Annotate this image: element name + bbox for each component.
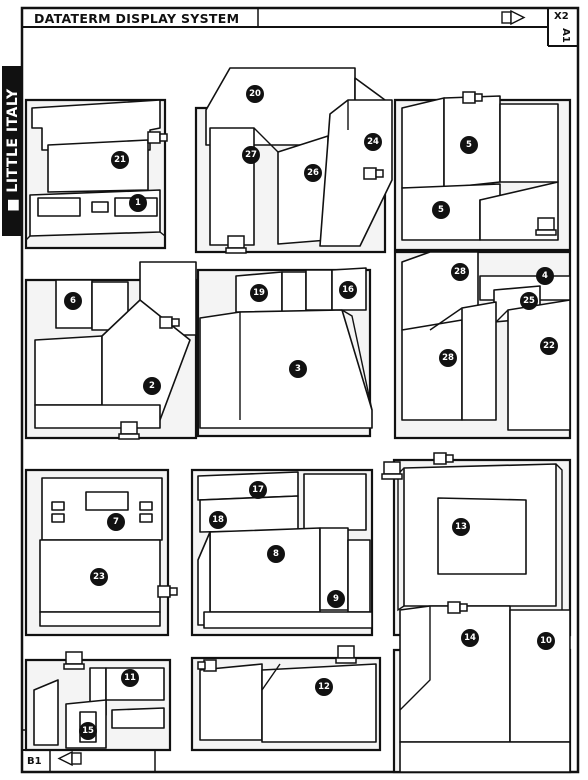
building-marker[interactable]: 11 (121, 669, 139, 687)
building-marker[interactable]: 18 (209, 511, 227, 529)
building-marker[interactable]: 9 (327, 590, 345, 608)
terminal-icon (535, 217, 557, 236)
building-marker[interactable]: 22 (540, 337, 558, 355)
building-marker[interactable]: 27 (242, 146, 260, 164)
camera-icons (63, 91, 557, 672)
building-marker[interactable]: 14 (461, 629, 479, 647)
building-marker[interactable]: 23 (90, 568, 108, 586)
building-marker[interactable]: 20 (246, 85, 264, 103)
building-marker[interactable]: 7 (107, 513, 125, 531)
terminal-icon (63, 651, 85, 670)
building-marker[interactable]: 24 (364, 133, 382, 151)
security-camera-icon (433, 452, 454, 465)
building-marker[interactable]: 17 (249, 481, 267, 499)
corner-code-top: X2 (554, 11, 569, 22)
building-marker[interactable]: 15 (79, 722, 97, 740)
security-camera-icon (147, 131, 168, 144)
building-marker[interactable]: 21 (111, 151, 129, 169)
district-tab[interactable]: ■ LITTLE ITALY (2, 66, 22, 236)
building-marker[interactable]: 28 (451, 263, 469, 281)
security-camera-icon (363, 167, 384, 180)
district-label: LITTLE ITALY (5, 88, 21, 193)
building-marker[interactable]: 28 (439, 349, 457, 367)
building-marker[interactable]: 4 (536, 267, 554, 285)
terminal-icon (118, 421, 140, 440)
scroll-right-arrow-icon[interactable] (501, 9, 526, 26)
security-camera-icon (447, 601, 468, 614)
building-marker[interactable]: 3 (289, 360, 307, 378)
building-marker[interactable]: 8 (267, 545, 285, 563)
system-title: DATATERM DISPLAY SYSTEM (34, 11, 240, 26)
building-marker[interactable]: 25 (520, 292, 538, 310)
building-marker[interactable]: 1 (129, 194, 147, 212)
building-marker[interactable]: 5 (460, 136, 478, 154)
building-marker[interactable]: 6 (64, 292, 82, 310)
building-marker[interactable]: 5 (432, 201, 450, 219)
footer-code: B1 (27, 756, 42, 767)
security-camera-icon (462, 91, 483, 104)
terminal-icon (381, 461, 403, 480)
security-camera-icon (157, 585, 178, 598)
buildings (25, 67, 571, 773)
terminal-icon (335, 645, 357, 664)
building-marker[interactable]: 26 (304, 164, 322, 182)
security-camera-icon (159, 316, 180, 329)
building-marker[interactable]: 13 (452, 518, 470, 536)
corner-code-right: A1 (559, 28, 571, 43)
building-marker[interactable]: 16 (339, 281, 357, 299)
building-marker[interactable]: 19 (250, 284, 268, 302)
building-marker[interactable]: 10 (537, 632, 555, 650)
building-marker[interactable]: 2 (143, 377, 161, 395)
scroll-left-arrow-icon[interactable] (57, 750, 82, 767)
security-camera-icon (197, 659, 217, 672)
terminal-icon (225, 235, 247, 254)
building-marker[interactable]: 12 (315, 678, 333, 696)
